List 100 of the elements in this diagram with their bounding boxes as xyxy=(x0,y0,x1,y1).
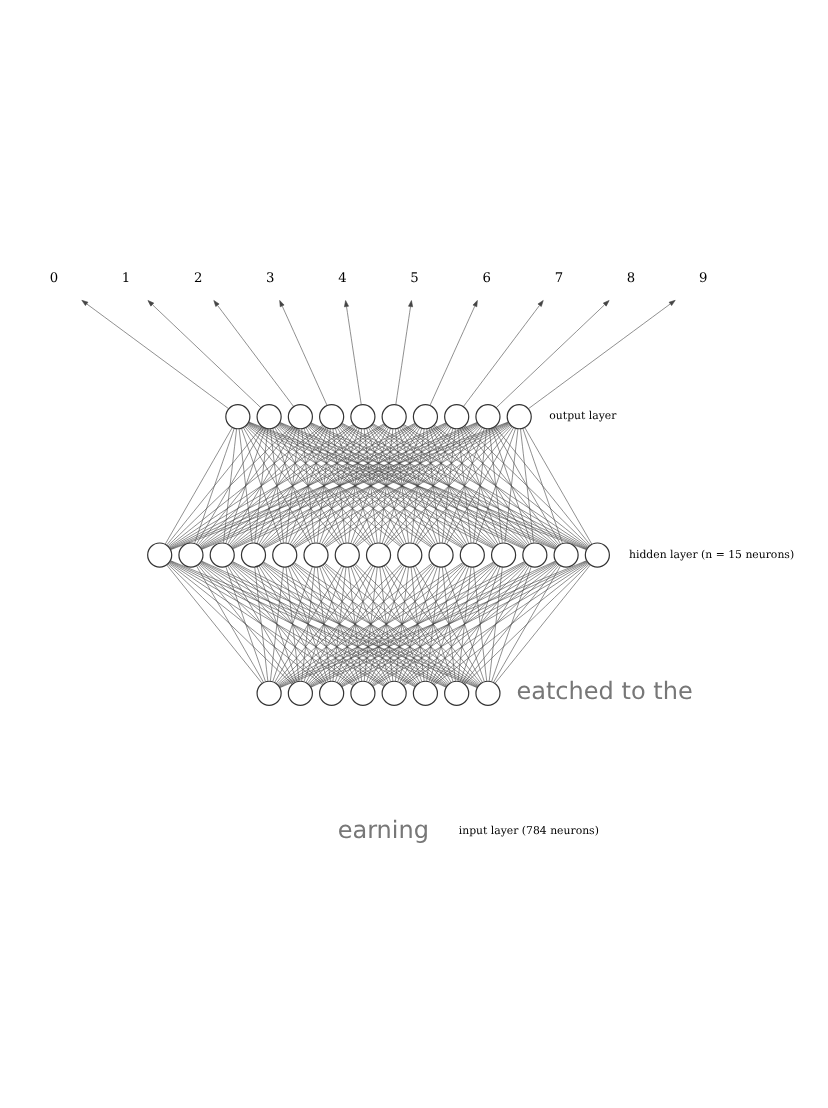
connector xyxy=(262,561,448,685)
connector xyxy=(475,427,516,543)
connector xyxy=(461,426,530,544)
connector xyxy=(292,424,418,545)
node-circle xyxy=(506,403,532,429)
connector xyxy=(350,427,391,543)
connector xyxy=(494,425,591,545)
connector xyxy=(321,564,389,682)
connector xyxy=(260,563,357,683)
connector xyxy=(348,565,362,681)
connector xyxy=(369,563,466,683)
connector xyxy=(444,565,485,681)
connector xyxy=(413,427,454,543)
connector xyxy=(460,427,501,543)
node-circle xyxy=(225,403,251,429)
connector xyxy=(426,565,441,681)
connector xyxy=(352,564,421,682)
node-circle xyxy=(584,541,610,567)
connector xyxy=(402,562,527,684)
connector xyxy=(165,426,233,544)
connector xyxy=(254,565,269,681)
connector xyxy=(199,424,324,545)
connector xyxy=(457,427,472,542)
connector xyxy=(369,425,466,545)
connector xyxy=(199,423,355,546)
connector xyxy=(308,424,433,545)
connector xyxy=(402,424,527,545)
connector xyxy=(324,423,480,546)
connector xyxy=(395,565,409,681)
connector xyxy=(372,423,557,547)
connector xyxy=(363,427,378,542)
arrow xyxy=(463,299,544,406)
connector xyxy=(339,562,465,684)
connector xyxy=(307,563,404,683)
connector xyxy=(381,427,423,543)
node-circle xyxy=(256,403,282,429)
connector xyxy=(197,425,294,545)
connector xyxy=(415,564,483,682)
connector xyxy=(245,424,371,545)
connector xyxy=(397,565,438,681)
connector xyxy=(227,564,296,682)
arrow xyxy=(528,299,676,408)
node-circle xyxy=(381,679,407,705)
connector xyxy=(260,425,357,545)
connector xyxy=(432,563,529,683)
connector xyxy=(397,427,438,543)
label: eatched to the xyxy=(516,676,693,705)
node-circle xyxy=(147,541,173,567)
connector xyxy=(413,565,454,681)
connector xyxy=(371,423,526,546)
connector xyxy=(473,565,487,681)
connector xyxy=(293,423,449,546)
connector xyxy=(229,425,325,545)
connector xyxy=(277,423,433,546)
node-circle xyxy=(287,403,313,429)
connector xyxy=(401,563,497,683)
connector xyxy=(275,425,372,545)
connector xyxy=(270,565,284,681)
connector xyxy=(371,561,527,685)
arrow xyxy=(495,299,610,408)
connector xyxy=(276,563,372,683)
connector xyxy=(444,427,485,543)
connector xyxy=(278,561,463,685)
connector xyxy=(491,565,532,681)
connector xyxy=(400,425,497,545)
connector xyxy=(338,425,435,545)
node-circle xyxy=(303,541,329,567)
connector xyxy=(504,427,519,542)
connector xyxy=(292,562,418,684)
connector xyxy=(316,565,331,681)
connector xyxy=(366,565,407,681)
connector xyxy=(291,425,388,545)
connector xyxy=(276,424,402,545)
connector xyxy=(379,427,394,542)
connector xyxy=(464,562,590,684)
connector xyxy=(290,426,358,544)
node-circle xyxy=(334,541,360,567)
connector xyxy=(325,423,510,547)
connector xyxy=(432,425,528,545)
connector xyxy=(231,423,386,546)
connector xyxy=(308,423,464,546)
connector xyxy=(410,565,425,681)
connector xyxy=(430,426,499,544)
connector xyxy=(462,564,530,682)
connector xyxy=(332,565,347,681)
connector xyxy=(258,426,327,544)
connector xyxy=(167,424,293,545)
connector xyxy=(403,423,588,547)
node-circle xyxy=(490,541,517,567)
connector xyxy=(301,565,316,681)
arrow xyxy=(147,299,262,408)
connector xyxy=(169,423,354,547)
connector xyxy=(256,427,297,543)
node-circle xyxy=(522,541,548,567)
connector xyxy=(262,423,417,546)
connector xyxy=(321,426,389,544)
connector xyxy=(355,424,481,545)
connector xyxy=(270,427,284,542)
connector xyxy=(294,423,479,547)
connector xyxy=(381,565,423,681)
